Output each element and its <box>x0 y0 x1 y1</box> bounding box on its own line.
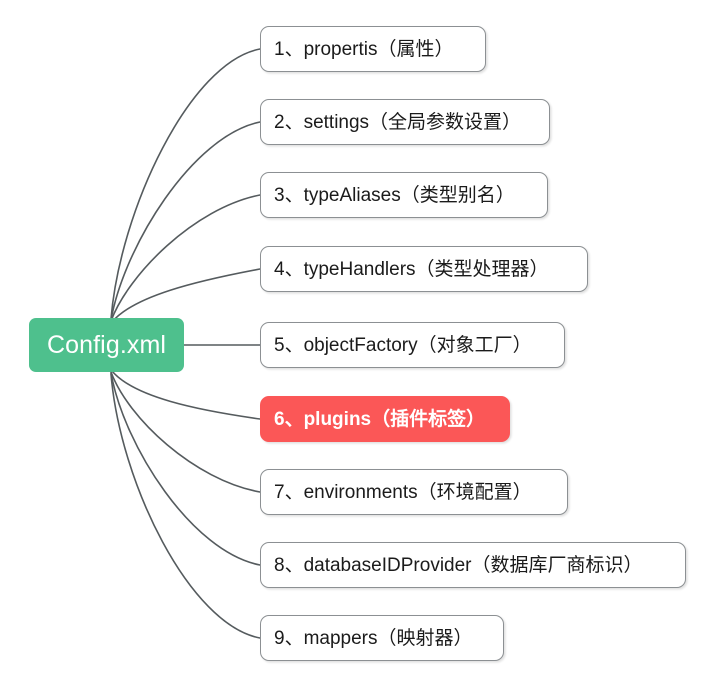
root-node-config-xml[interactable]: Config.xml <box>29 318 184 372</box>
node-settings-label: 2、settings（全局参数设置） <box>274 111 522 133</box>
node-typehandlers-label: 4、typeHandlers（类型处理器） <box>274 258 549 280</box>
edge-to-node-7 <box>110 371 261 493</box>
node-typealiases-label: 3、typeAliases（类型别名） <box>274 184 515 206</box>
edge-to-node-3 <box>110 194 261 322</box>
node-plugins-label: 6、plugins（插件标签） <box>274 408 486 430</box>
edge-to-node-2 <box>110 121 261 321</box>
node-objectfactory-label: 5、objectFactory（对象工厂） <box>274 334 532 356</box>
edge-to-node-8 <box>110 372 261 566</box>
node-objectfactory[interactable]: 5、objectFactory（对象工厂） <box>260 322 565 368</box>
node-propertis[interactable]: 1、propertis（属性） <box>260 26 486 72</box>
edge-to-node-9 <box>110 373 261 639</box>
node-databaseidprovider-label: 8、databaseIDProvider（数据库厂商标识） <box>274 554 643 576</box>
edge-to-node-6 <box>111 370 261 420</box>
node-typehandlers[interactable]: 4、typeHandlers（类型处理器） <box>260 246 588 292</box>
node-mappers-label: 9、mappers（映射器） <box>274 627 473 649</box>
root-node-label: Config.xml <box>46 330 167 359</box>
node-plugins[interactable]: 6、plugins（插件标签） <box>260 396 510 442</box>
edge-to-node-4 <box>111 268 261 323</box>
edge-to-node-1 <box>110 48 261 320</box>
node-settings[interactable]: 2、settings（全局参数设置） <box>260 99 550 145</box>
node-propertis-label: 1、propertis（属性） <box>274 38 454 60</box>
node-environments-label: 7、environments（环境配置） <box>274 481 532 503</box>
node-typealiases[interactable]: 3、typeAliases（类型别名） <box>260 172 548 218</box>
node-environments[interactable]: 7、environments（环境配置） <box>260 469 568 515</box>
node-mappers[interactable]: 9、mappers（映射器） <box>260 615 504 661</box>
node-databaseidprovider[interactable]: 8、databaseIDProvider（数据库厂商标识） <box>260 542 686 588</box>
